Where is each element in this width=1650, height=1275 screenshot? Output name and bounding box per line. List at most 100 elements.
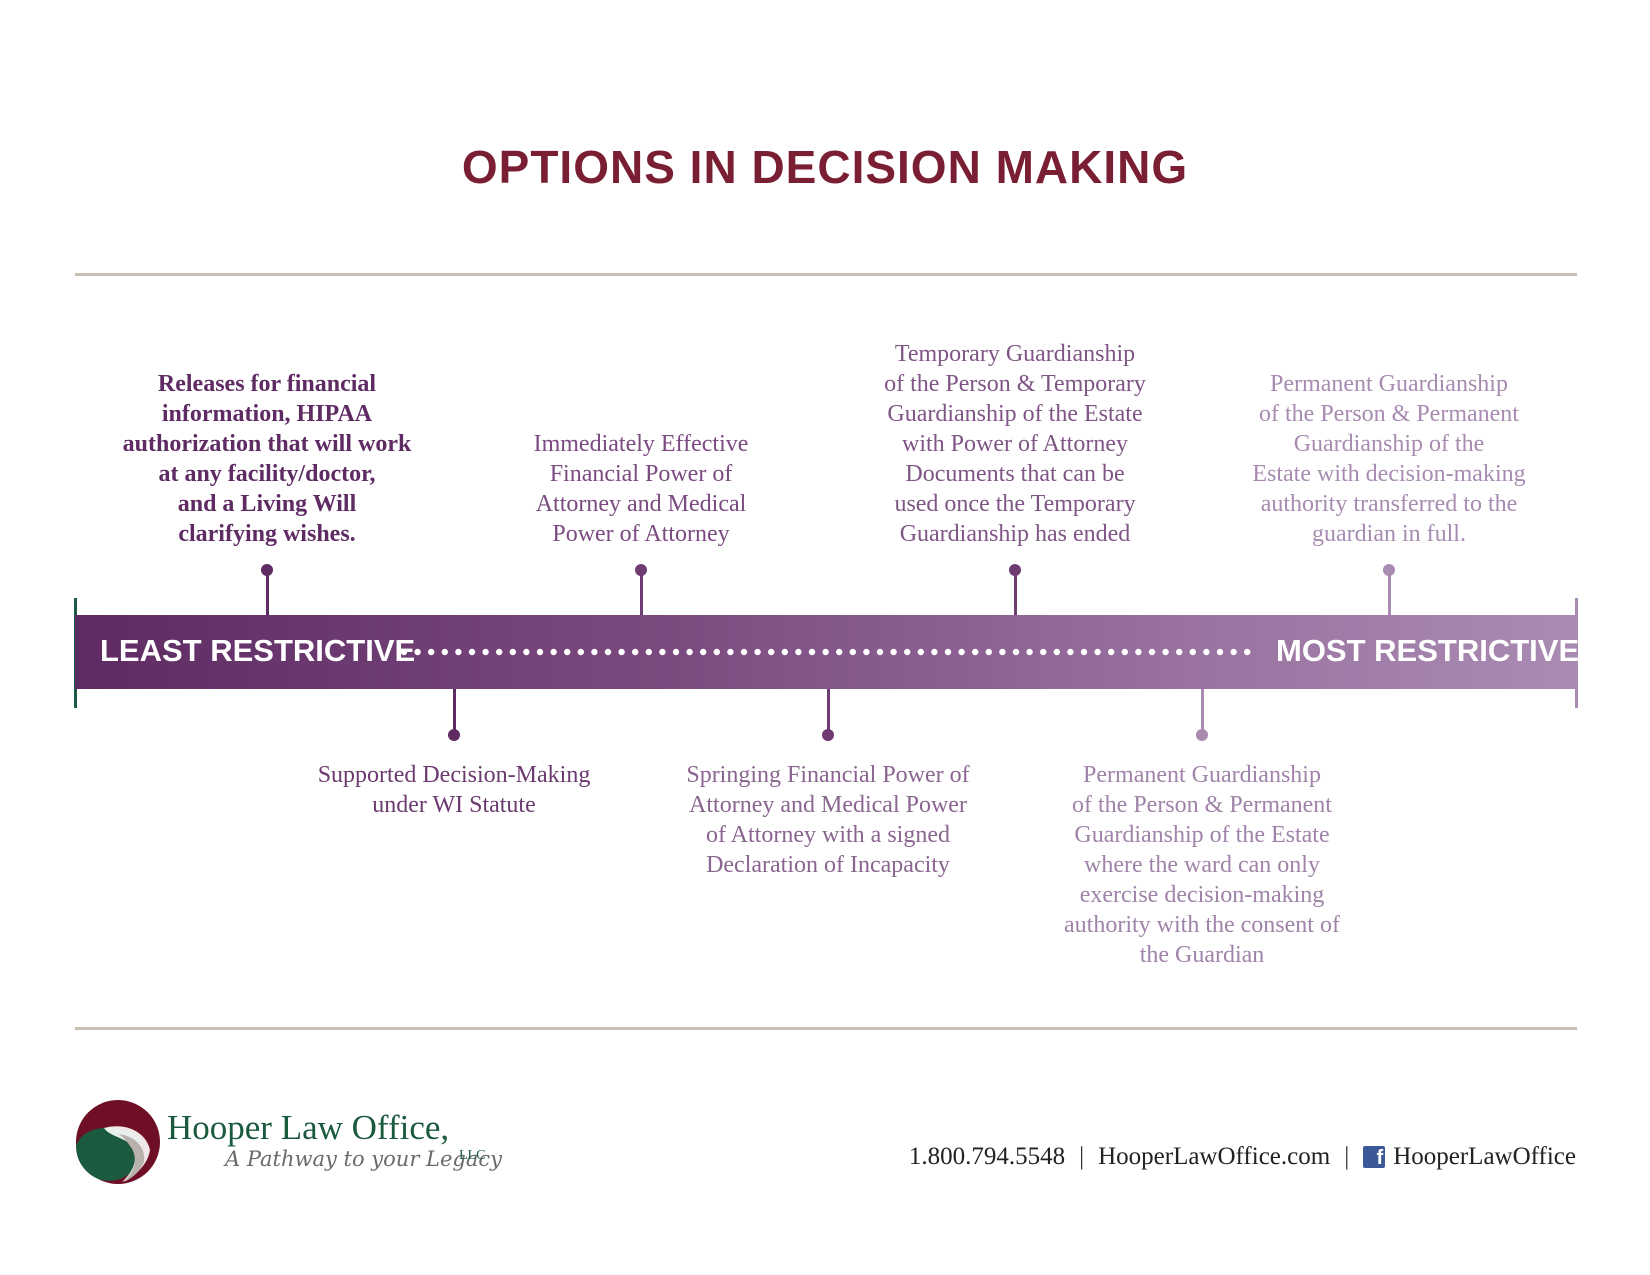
option-line: Supported Decision-Making	[317, 762, 591, 788]
scale-dot	[523, 648, 530, 656]
scale-dot	[482, 648, 489, 656]
scale-dot	[414, 648, 421, 656]
option-line: Immediately Effective	[533, 431, 749, 457]
contact-separator: |	[1079, 1143, 1085, 1170]
scale-dot	[455, 648, 462, 656]
scale-dot	[1148, 648, 1156, 656]
option-line: of the Person & Permanent	[1259, 401, 1519, 427]
scale-dot	[577, 648, 584, 656]
firm-name: Hooper Law Office,	[167, 1108, 450, 1147]
scale-dot	[1080, 648, 1088, 656]
option-line: at any facility/doctor,	[158, 461, 376, 487]
scale-dot	[550, 648, 557, 656]
scale-dot	[672, 648, 680, 656]
scale-dot	[1203, 648, 1210, 656]
option-marker	[1196, 729, 1208, 741]
contact-info: 1.800.794.5548 | HooperLawOffice.com | f…	[909, 1143, 1576, 1171]
option-marker	[1009, 564, 1021, 576]
scale-dot	[632, 648, 639, 656]
option-line: authority transferred to the	[1260, 491, 1518, 517]
scale-dot	[1094, 648, 1101, 656]
option-line: Power of Attorney	[552, 521, 730, 547]
scale-dot	[999, 648, 1006, 656]
option-line: Permanent Guardianship	[1270, 371, 1508, 397]
top-divider	[75, 273, 1577, 276]
scale-dot	[1067, 648, 1074, 656]
option-line: Attorney and Medical Power	[689, 792, 967, 818]
option-line: and a Living Will	[177, 491, 357, 517]
scale-dot	[1053, 648, 1060, 656]
option-stem	[1388, 571, 1391, 615]
scale-dotted-line	[400, 648, 1251, 656]
facebook-handle[interactable]: HooperLawOffice	[1393, 1143, 1576, 1170]
option-line: Permanent Guardianship	[1083, 762, 1321, 788]
option-stem	[453, 689, 456, 731]
option-below-3: Permanent Guardianship of the Person & P…	[1042, 760, 1362, 970]
option-line: clarifying wishes.	[178, 521, 356, 547]
option-line: Guardianship has ended	[899, 521, 1131, 547]
scale-dot	[958, 648, 965, 656]
option-line: under WI Statute	[372, 792, 536, 818]
scale-dot	[400, 648, 408, 656]
scale-dot	[1012, 648, 1020, 656]
scale-dot	[1121, 648, 1128, 656]
scale-dot	[890, 648, 897, 656]
scale-dot	[1176, 648, 1183, 656]
option-marker	[261, 564, 273, 576]
scale-dot	[754, 648, 761, 656]
scale-dot	[700, 648, 707, 656]
option-marker	[1383, 564, 1395, 576]
scale-dot	[604, 648, 612, 656]
option-line: of Attorney with a signed	[706, 822, 950, 848]
scale-dot	[659, 648, 666, 656]
scale-dot	[1162, 648, 1169, 656]
scale-dot	[713, 648, 720, 656]
scale-dot	[441, 648, 448, 656]
phone-number[interactable]: 1.800.794.5548	[908, 1143, 1066, 1170]
scale-dot	[985, 648, 992, 656]
firm-llc: LLC	[459, 1148, 486, 1163]
option-line: of the Person & Temporary	[884, 371, 1146, 397]
scale-dot	[944, 648, 952, 656]
scale-dot	[1108, 648, 1115, 656]
option-below-1: Supported Decision-Making under WI Statu…	[294, 760, 614, 820]
least-restrictive-label: LEAST RESTRICTIVE	[100, 633, 416, 668]
scale-dot	[836, 648, 843, 656]
option-line: information, HIPAA	[161, 401, 373, 427]
contact-separator: |	[1344, 1143, 1350, 1170]
most-restrictive-label: MOST RESTRICTIVE	[1276, 633, 1580, 668]
scale-dot	[536, 648, 544, 656]
scale-dot	[1230, 648, 1237, 656]
website-link[interactable]: HooperLawOffice.com	[1098, 1143, 1331, 1170]
option-line: Documents that can be	[905, 461, 1125, 487]
scale-dot	[931, 648, 938, 656]
option-marker	[448, 729, 460, 741]
scale-dot	[768, 648, 775, 656]
scale-dot	[808, 648, 816, 656]
option-line: Guardianship of the	[1293, 431, 1485, 457]
scale-dot	[795, 648, 802, 656]
option-stem	[640, 571, 643, 615]
facebook-icon: f	[1363, 1146, 1386, 1169]
option-marker	[635, 564, 647, 576]
option-line: guardian in full.	[1312, 521, 1466, 547]
scale-right-endcap	[1575, 598, 1578, 708]
scale-dot	[1135, 648, 1142, 656]
page-title: OPTIONS IN DECISION MAKING	[461, 141, 1189, 193]
option-line: Financial Power of	[549, 461, 733, 487]
option-line: Releases for financial	[157, 371, 377, 397]
scale-dot	[564, 648, 571, 656]
scale-dot	[727, 648, 734, 656]
option-line: Declaration of Incapacity	[706, 852, 950, 878]
option-stem	[1014, 571, 1017, 615]
hooper-law-logo-icon	[76, 1100, 160, 1184]
scale-dot	[1244, 648, 1251, 656]
scale-dot	[509, 648, 516, 656]
scale-dot	[1026, 648, 1033, 656]
option-line: authorization that will work	[122, 431, 412, 457]
scale-dot	[1216, 648, 1224, 656]
option-line: Guardianship of the Estate	[887, 401, 1143, 427]
scale-dot	[686, 648, 693, 656]
option-above-4: Permanent Guardianship of the Person & P…	[1229, 369, 1549, 549]
option-line: the Guardian	[1139, 942, 1265, 968]
